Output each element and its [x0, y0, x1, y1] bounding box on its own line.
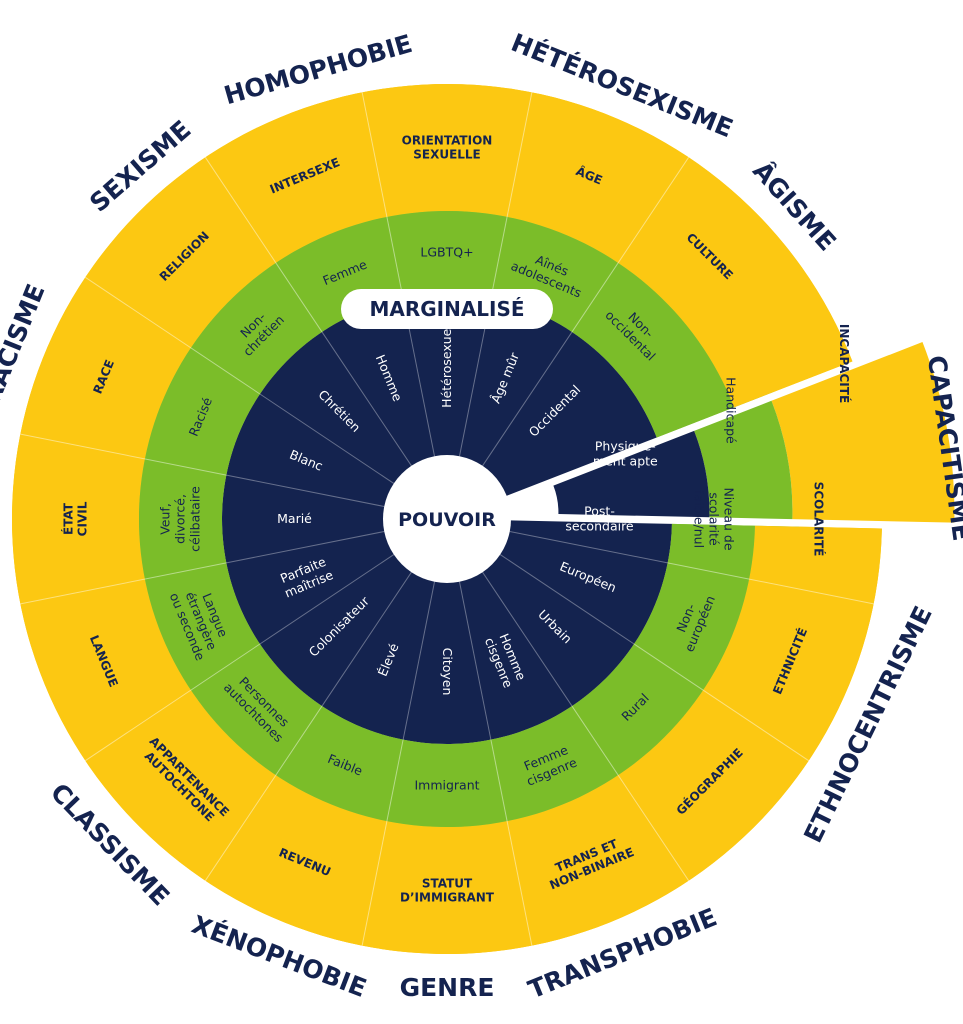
- category-label-line: CIVIL: [76, 501, 90, 536]
- power-label-line: Physique-: [595, 439, 656, 454]
- category-label-line: INCAPACITÉ: [837, 324, 852, 403]
- category-label-line: SEXUELLE: [413, 148, 481, 162]
- center-circle: [383, 455, 511, 583]
- marginalized-label-line: Veuf,: [158, 503, 173, 535]
- power-label-line: Hétérosexuel: [439, 325, 454, 408]
- power-label: Post-secondaire: [565, 504, 634, 534]
- divider-line: [20, 562, 227, 605]
- divider-line: [259, 393, 395, 484]
- power-label-line: Marié: [277, 511, 312, 526]
- divider-line: [571, 157, 690, 333]
- marginalized-label-line: LGBTQ+: [420, 245, 473, 260]
- wedge-capacitisme-inner: [553, 430, 710, 518]
- marginalized-label: Veuf,divorcé,célibataire: [158, 486, 203, 552]
- power-label: Marié: [277, 511, 312, 526]
- segments-layer: [12, 84, 955, 955]
- marginalized-label-line: Niveau de: [722, 487, 737, 550]
- category-label: ÉTATCIVIL: [61, 501, 90, 536]
- divider-line: [509, 530, 668, 564]
- divider-line: [667, 562, 874, 605]
- marginalized-label-line: faible/nul: [692, 490, 707, 548]
- divider-line: [490, 92, 533, 299]
- category-label: INCAPACITÉ: [837, 324, 852, 403]
- divider-line: [482, 571, 573, 707]
- wedge-capacitisme-outer: [771, 342, 955, 523]
- marginalized-label: Immigrant: [414, 778, 479, 793]
- divider-line: [20, 433, 227, 476]
- category-label-line: ORIENTATION: [402, 134, 493, 148]
- marginalized-label-line: célibataire: [188, 486, 203, 552]
- divider-line: [633, 643, 809, 762]
- divider-line: [499, 554, 635, 645]
- divider-line: [361, 92, 404, 299]
- category-label-line: SCOLARITÉ: [812, 482, 827, 557]
- divider-line: [85, 643, 261, 762]
- category-label-line: STATUT: [422, 877, 473, 891]
- divider-line: [490, 739, 533, 946]
- divider-line: [259, 554, 395, 645]
- power-label-line: Post-: [584, 504, 615, 519]
- marginalized-label: Handicapé: [724, 377, 739, 444]
- banner-background: [341, 289, 553, 329]
- power-label: Physique-ment apte: [593, 439, 658, 469]
- marginalized-label-line: Handicapé: [724, 377, 739, 444]
- marginalized-label: Niveau descolaritéfaible/nul: [692, 487, 737, 550]
- category-label-line: D’IMMIGRANT: [400, 891, 495, 905]
- power-label: Citoyen: [440, 648, 455, 696]
- divider-line: [571, 705, 690, 881]
- divider-line: [226, 474, 385, 508]
- marginalized-label-line: Immigrant: [414, 778, 479, 793]
- power-label-line: secondaire: [565, 519, 634, 534]
- divider-line: [458, 581, 492, 740]
- category-label: SCOLARITÉ: [812, 482, 827, 557]
- oppression-label: COLONIALISME: [0, 454, 4, 666]
- divider-line: [321, 331, 412, 467]
- divider-line: [204, 157, 323, 333]
- power-label: Hommecisgenre: [482, 629, 530, 690]
- divider-line: [85, 276, 261, 395]
- divider-line: [361, 739, 404, 946]
- divider-line: [204, 705, 323, 881]
- marginalise-banner: MARGINALISÉ: [341, 289, 553, 329]
- power-label: Hétérosexuel: [439, 325, 454, 408]
- divider-line: [321, 571, 412, 707]
- marginalized-label: LGBTQ+: [420, 245, 473, 260]
- ring-inner: [222, 293, 672, 744]
- power-label-line: Citoyen: [440, 648, 455, 696]
- divider-line: [226, 530, 385, 564]
- marginalized-label-line: divorcé,: [173, 494, 188, 544]
- divider-lines: [20, 92, 874, 946]
- divider-line: [482, 331, 573, 467]
- center-hub: POUVOIR: [383, 455, 511, 583]
- oppression-label: GENRE: [400, 973, 495, 1002]
- center-label: POUVOIR: [398, 509, 496, 531]
- banner-label: MARGINALISÉ: [369, 297, 524, 321]
- wedge-capacitisme-middle: [694, 400, 793, 520]
- power-label-line: ment apte: [593, 454, 658, 469]
- category-label-line: ÉTAT: [61, 502, 76, 535]
- marginalized-label-line: scolarité: [707, 492, 722, 546]
- divider-line: [402, 581, 436, 740]
